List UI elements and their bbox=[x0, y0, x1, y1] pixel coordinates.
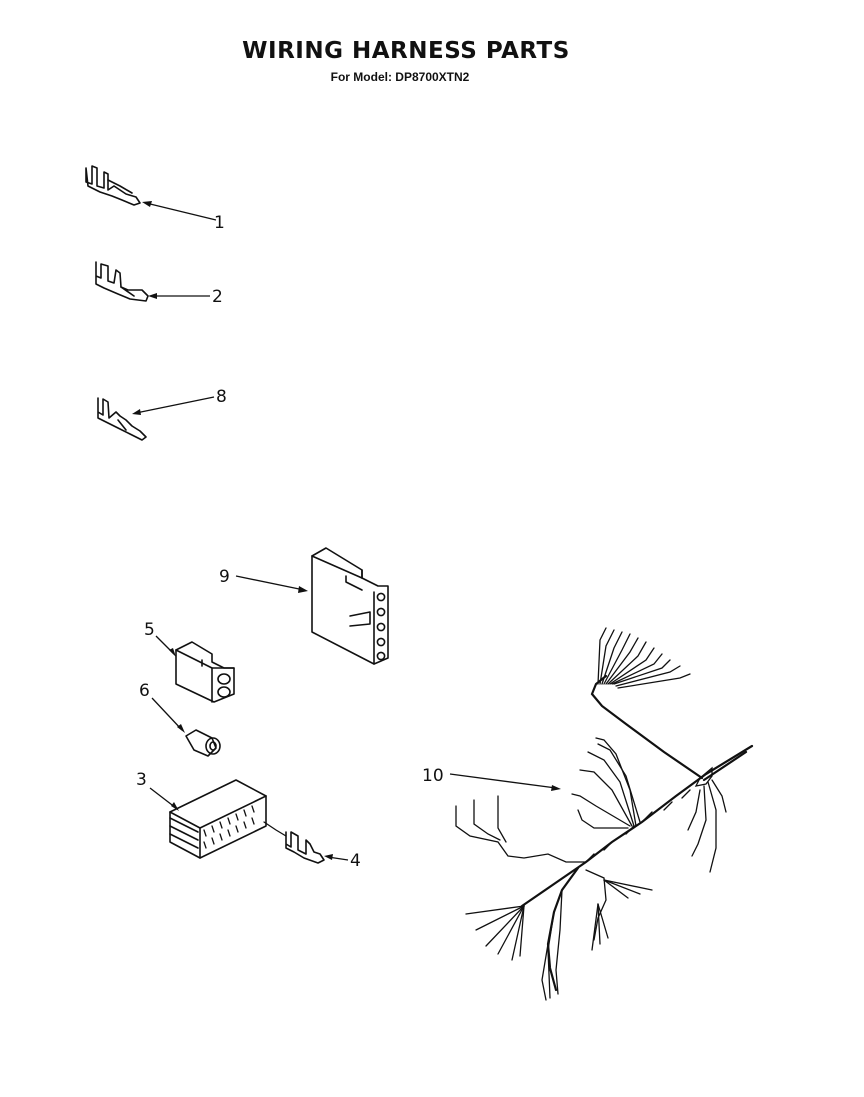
callout-4: 4 bbox=[324, 851, 361, 871]
callout-9: 9 bbox=[219, 567, 308, 593]
callout-1: 1 bbox=[142, 201, 225, 233]
callout-5: 5 bbox=[144, 620, 176, 657]
part-1-terminal bbox=[85, 165, 141, 206]
callout-4-label: 4 bbox=[350, 851, 361, 871]
part-3-housing bbox=[169, 779, 267, 859]
callout-8-label: 8 bbox=[216, 387, 227, 407]
callout-10: 10 bbox=[422, 766, 561, 791]
part-8-terminal bbox=[97, 397, 147, 441]
part-10-wiring-harness bbox=[455, 627, 754, 1001]
part-2-terminal bbox=[95, 261, 149, 302]
callout-2-label: 2 bbox=[212, 287, 223, 307]
callout-5-label: 5 bbox=[144, 620, 155, 640]
part-6-plug bbox=[185, 729, 221, 757]
callout-6: 6 bbox=[139, 681, 185, 733]
callout-10-label: 10 bbox=[422, 766, 444, 786]
callout-2: 2 bbox=[148, 287, 223, 307]
callout-3-label: 3 bbox=[136, 770, 147, 790]
model-subtitle: For Model: DP8700XTN2 bbox=[330, 70, 470, 84]
part-5-connector bbox=[175, 641, 235, 703]
page-title: WIRING HARNESS PARTS bbox=[242, 38, 570, 64]
callout-3: 3 bbox=[136, 770, 179, 811]
callout-1-label: 1 bbox=[214, 213, 225, 233]
part-4-terminal bbox=[263, 821, 325, 864]
part-9-connector-block bbox=[311, 547, 389, 665]
callout-6-label: 6 bbox=[139, 681, 150, 701]
callout-9-label: 9 bbox=[219, 567, 230, 587]
callout-8: 8 bbox=[132, 387, 227, 415]
